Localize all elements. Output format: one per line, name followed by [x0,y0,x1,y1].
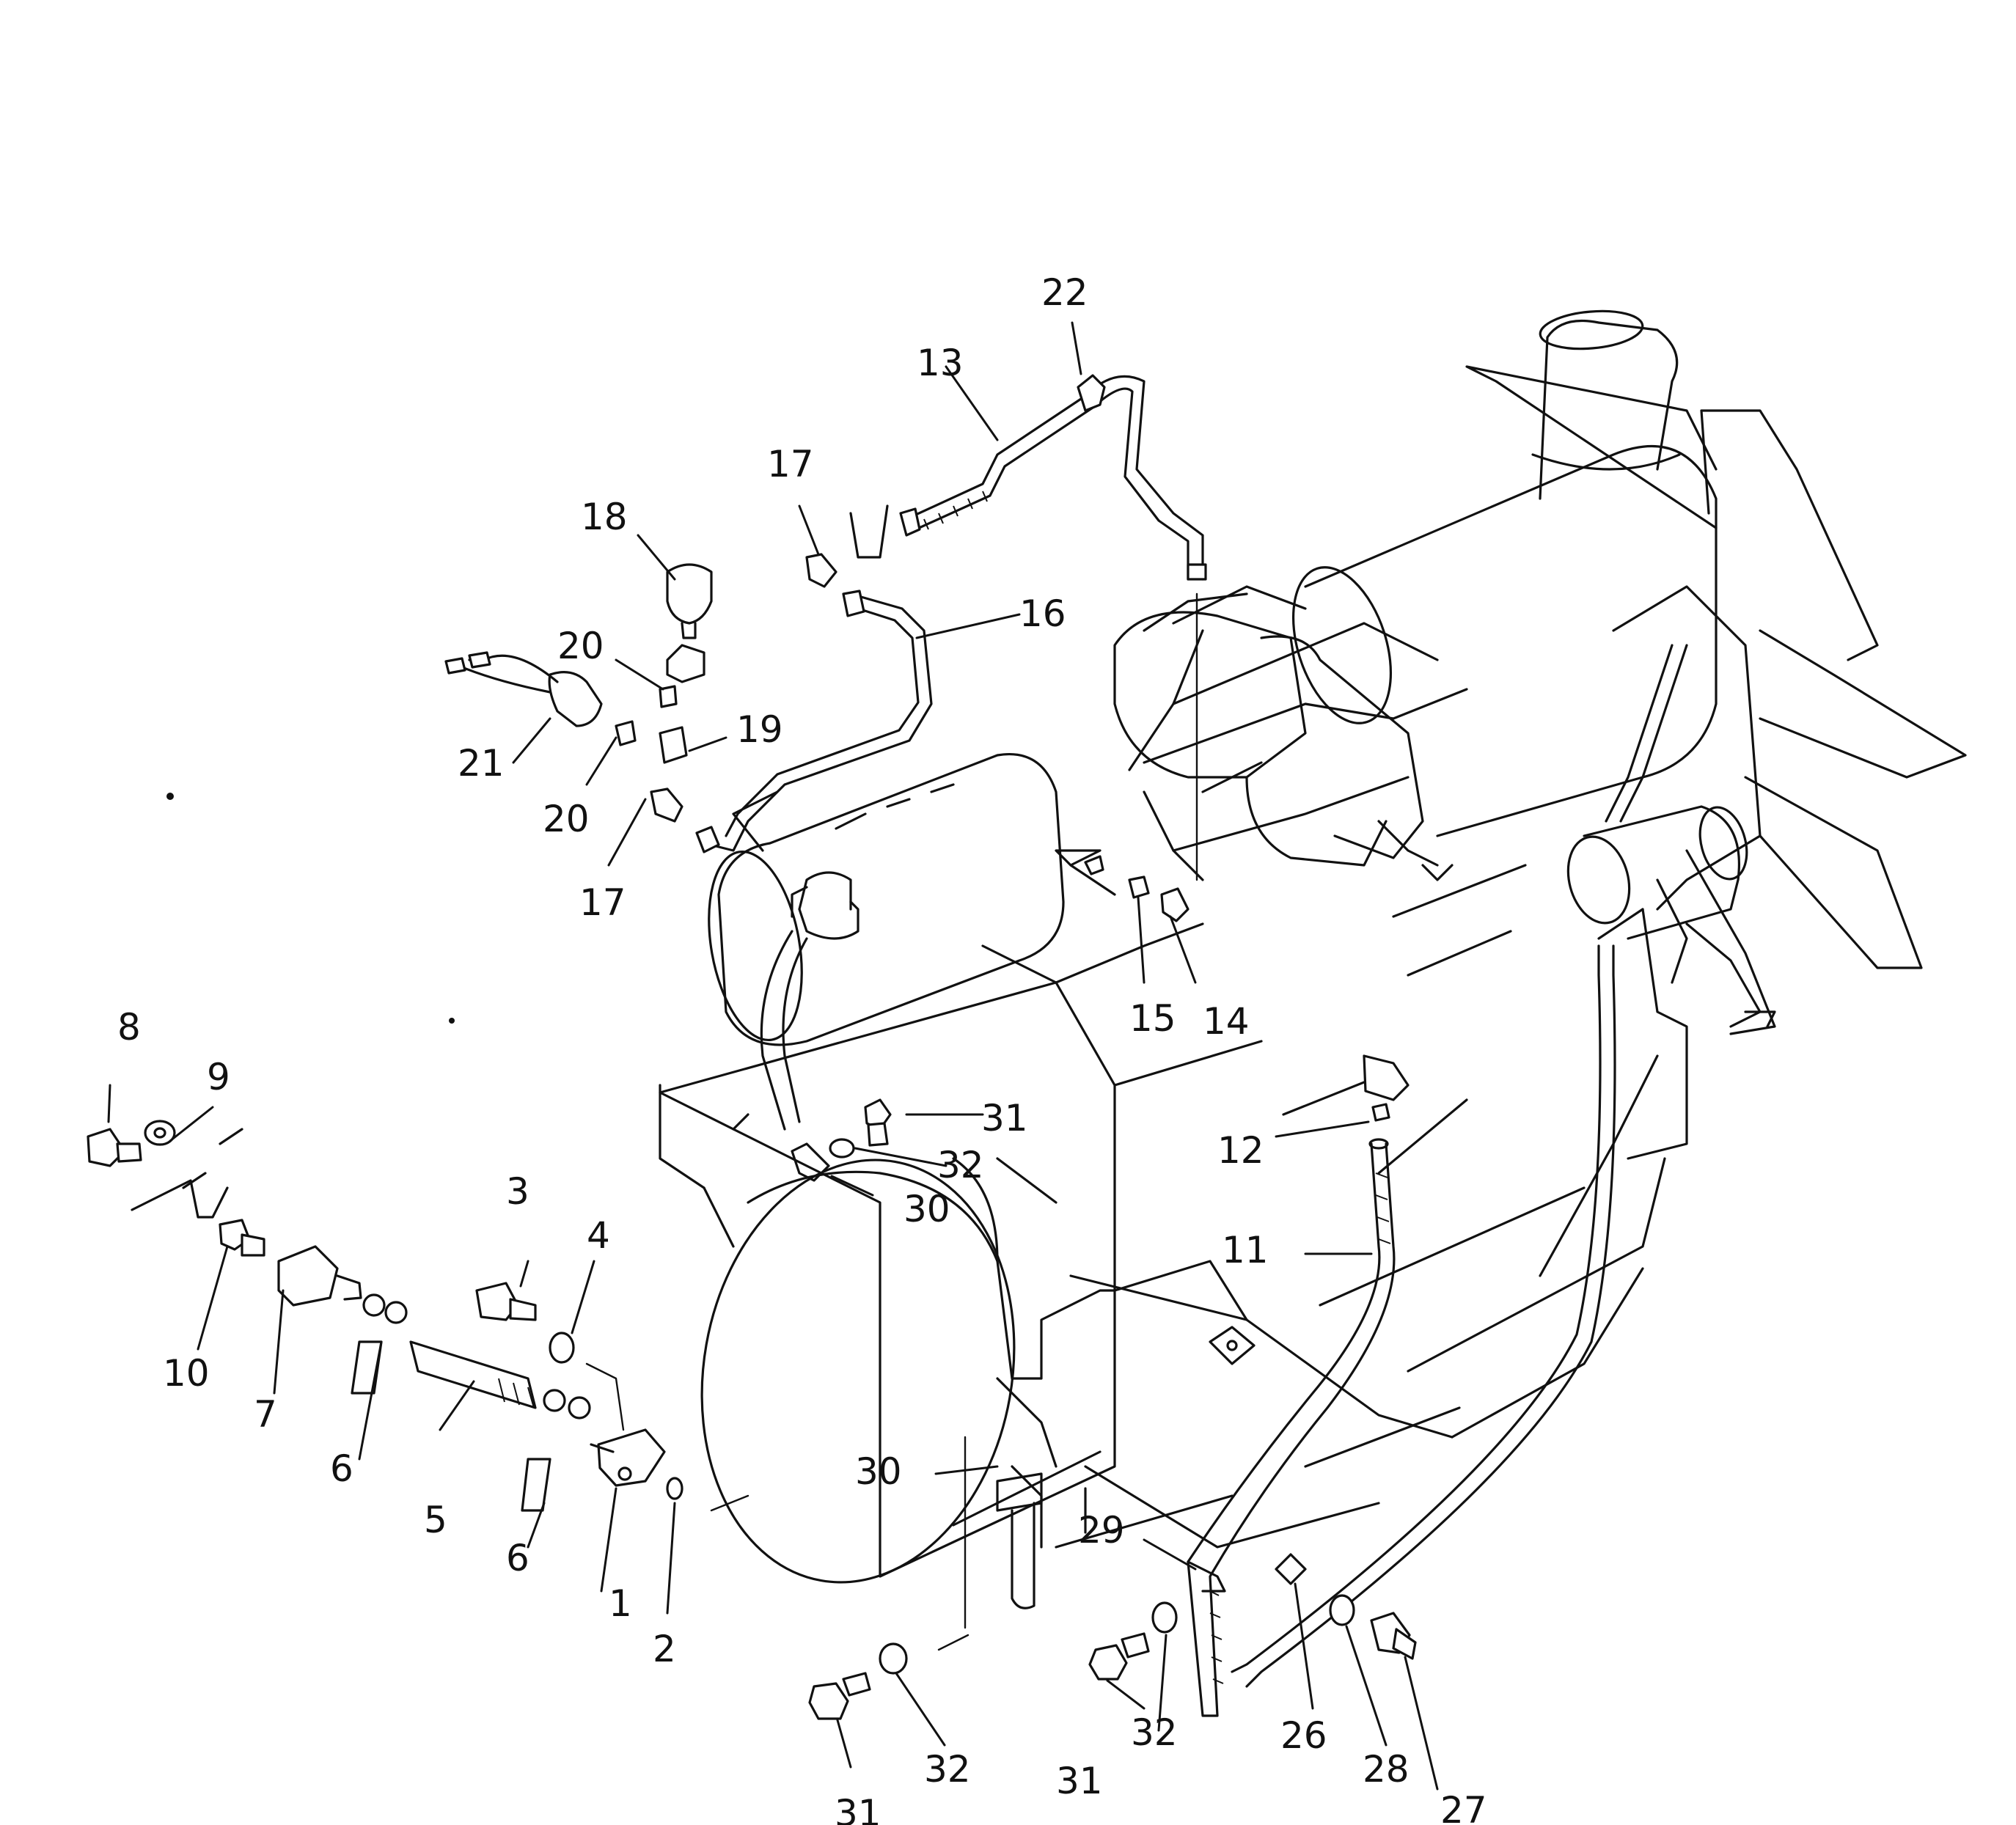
callout-5: 5 [424,1499,447,1541]
callout-18: 18 [581,496,628,538]
stray-dot [449,1018,455,1024]
sensor-fitting-cluster [444,553,837,823]
fittings-14-15 [1084,855,1190,922]
pipe-16 [695,590,933,853]
bolts-washers [791,1098,1417,1720]
callout-32-bottom-mid: 32 [1131,1711,1178,1754]
callout-16: 16 [1019,592,1066,635]
callout-31-bottom-mid: 31 [1056,1760,1103,1802]
callout-20-top: 20 [557,625,604,667]
callout-1: 1 [609,1582,632,1625]
callout-labels: 1 2 3 4 5 6 6 7 8 9 10 11 12 13 14 15 16… [117,271,1487,1825]
callout-31-top: 31 [981,1097,1028,1139]
turbocharger [1113,592,1454,881]
engine-block [659,585,1666,1578]
callout-22: 22 [1041,271,1088,314]
air-cleaner [1291,309,1967,1160]
callout-19: 19 [736,708,783,751]
dipstick-tube-11 [1187,1138,1396,1717]
callout-9: 9 [207,1056,230,1098]
oil-line-13-22 [849,374,1207,881]
callout-12: 12 [1217,1129,1264,1172]
callout-10: 10 [163,1352,210,1395]
callout-7: 7 [254,1393,277,1436]
callout-31-bottom-left: 31 [835,1792,881,1825]
callout-17-top: 17 [767,443,814,485]
callout-21: 21 [458,742,505,785]
callout-6-left: 6 [330,1447,353,1490]
tube-26 [1231,944,1616,1688]
callout-20-bottom: 20 [543,798,590,840]
callout-28: 28 [1363,1748,1410,1791]
callout-32-bottom-left: 32 [924,1748,971,1791]
leader-lines [107,321,1439,1791]
callout-3: 3 [506,1170,529,1213]
callout-13: 13 [917,342,964,384]
stray-dot [166,793,174,800]
fitting-12 [1363,1054,1410,1122]
callout-11: 11 [1222,1229,1269,1271]
callout-8: 8 [117,1006,141,1049]
callout-32-top: 32 [937,1144,984,1186]
flywheel-housing [659,1084,1116,1609]
callout-30-bottom: 30 [855,1450,902,1493]
callout-6-right: 6 [506,1537,529,1579]
callout-4: 4 [587,1214,610,1257]
callout-15: 15 [1129,997,1176,1040]
callout-29: 29 [1078,1509,1125,1552]
callout-26: 26 [1280,1714,1327,1757]
callout-2: 2 [653,1628,676,1670]
reservoir-tank [708,753,1065,1131]
callout-30-top: 30 [903,1188,950,1230]
callout-27: 27 [1440,1789,1487,1825]
callout-17-bottom: 17 [579,881,626,924]
front-left-parts [87,1120,749,1512]
callout-14: 14 [1203,1000,1250,1043]
